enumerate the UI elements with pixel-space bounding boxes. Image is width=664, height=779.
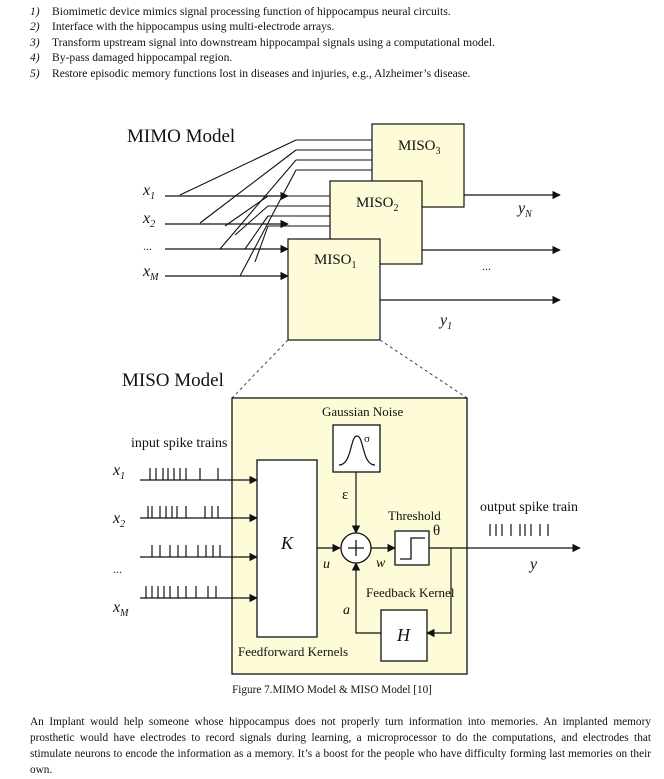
theta-symbol: θ	[433, 523, 440, 539]
w-symbol: w	[376, 556, 386, 571]
miso-input-x2: x2	[112, 510, 125, 530]
mimo-input-x2: x2	[142, 210, 155, 230]
list-number: 2)	[30, 20, 40, 34]
threshold-label: Threshold	[388, 508, 441, 523]
u-symbol: u	[323, 557, 330, 572]
body-paragraph: An Implant would help someone whose hipp…	[30, 716, 651, 776]
output-spike-train-label: output spike train	[480, 500, 578, 515]
h-label: H	[396, 625, 411, 645]
input-spike-trains	[140, 468, 258, 603]
list-text: Biomimetic device mimics signal processi…	[52, 5, 451, 18]
figure-caption: Figure 7.MIMO Model & MISO Model [10]	[232, 684, 432, 696]
miso1-block	[287, 238, 381, 341]
miso-input-x1: x1	[112, 462, 125, 482]
miso1-label: MISO1	[314, 252, 357, 271]
miso-input-xm: xM	[112, 599, 129, 619]
miso3-label: MISO3	[398, 138, 441, 157]
feedforward-kernel-block	[256, 459, 318, 638]
list-item: 1) Biomimetic device mimics signal proces…	[0, 4, 664, 19]
sigma-symbol: σ	[364, 433, 370, 445]
feedback-kernel-block	[380, 609, 428, 662]
input-spike-trains-label: input spike trains	[131, 436, 227, 451]
feedforward-kernels-label: Feedforward Kernels	[238, 644, 348, 659]
mimo-input-arrows	[165, 191, 289, 281]
mimo-input-xm: xM	[142, 263, 159, 283]
list-item: 3) Transform upstream signal into downstr…	[0, 35, 664, 50]
zoom-lines	[231, 339, 468, 399]
step-function-icon	[400, 537, 425, 560]
objective-list: 1) Biomimetic device mimics signal proces…	[0, 4, 664, 81]
output-yN: yN	[516, 200, 533, 220]
list-text: By-pass damaged hippocampal region.	[52, 51, 233, 65]
feedback-kernel-label: Feedback Kernel	[366, 585, 455, 600]
output-dots: ...	[482, 259, 491, 273]
plus-icon	[348, 540, 364, 556]
list-number: 1)	[30, 5, 40, 18]
list-number: 5)	[30, 66, 40, 80]
kernel-label: K	[280, 533, 294, 553]
output-y1: y1	[438, 312, 452, 332]
list-item: 4) By-pass damaged hippocampal region.	[0, 50, 664, 65]
miso2-label: MISO2	[356, 195, 399, 214]
output-y: y	[528, 556, 538, 573]
mimo-input-dots: ...	[143, 239, 152, 253]
mimo-input-labels: x1 x2 ... xM	[142, 182, 159, 283]
list-text: Restore episodic memory functions lost i…	[52, 66, 471, 80]
list-number: 4)	[30, 51, 40, 65]
output-spike-train	[489, 524, 549, 536]
feedback-out-line	[426, 548, 452, 638]
miso-input-dots: ...	[113, 562, 122, 576]
a-symbol: a	[343, 603, 350, 618]
miso-title: MISO Model	[122, 370, 224, 391]
list-text: Transform upstream signal into downstrea…	[52, 35, 495, 49]
list-item: 2) Interface with the hippocampus using m…	[0, 19, 664, 34]
epsilon-symbol: ε	[342, 487, 348, 503]
threshold-block	[394, 530, 430, 566]
miso3-inputs	[179, 139, 372, 277]
mimo-input-x1: x1	[142, 182, 155, 202]
mimo-miso-figure: MIMO Model x1 x2 ... xM MISO3 yN MISO2 .…	[112, 123, 581, 675]
mimo-title: MIMO Model	[127, 126, 235, 147]
gaussian-curve-icon	[338, 435, 376, 466]
feedback-return-line	[351, 562, 381, 634]
miso-input-labels: x1 x2 ... xM	[112, 462, 129, 619]
gaussian-noise-label: Gaussian Noise	[322, 404, 403, 419]
list-text: Interface with the hippocampus using mul…	[52, 20, 335, 34]
list-item: 5) Restore episodic memory functions lost…	[0, 66, 664, 81]
list-number: 3)	[30, 35, 40, 49]
